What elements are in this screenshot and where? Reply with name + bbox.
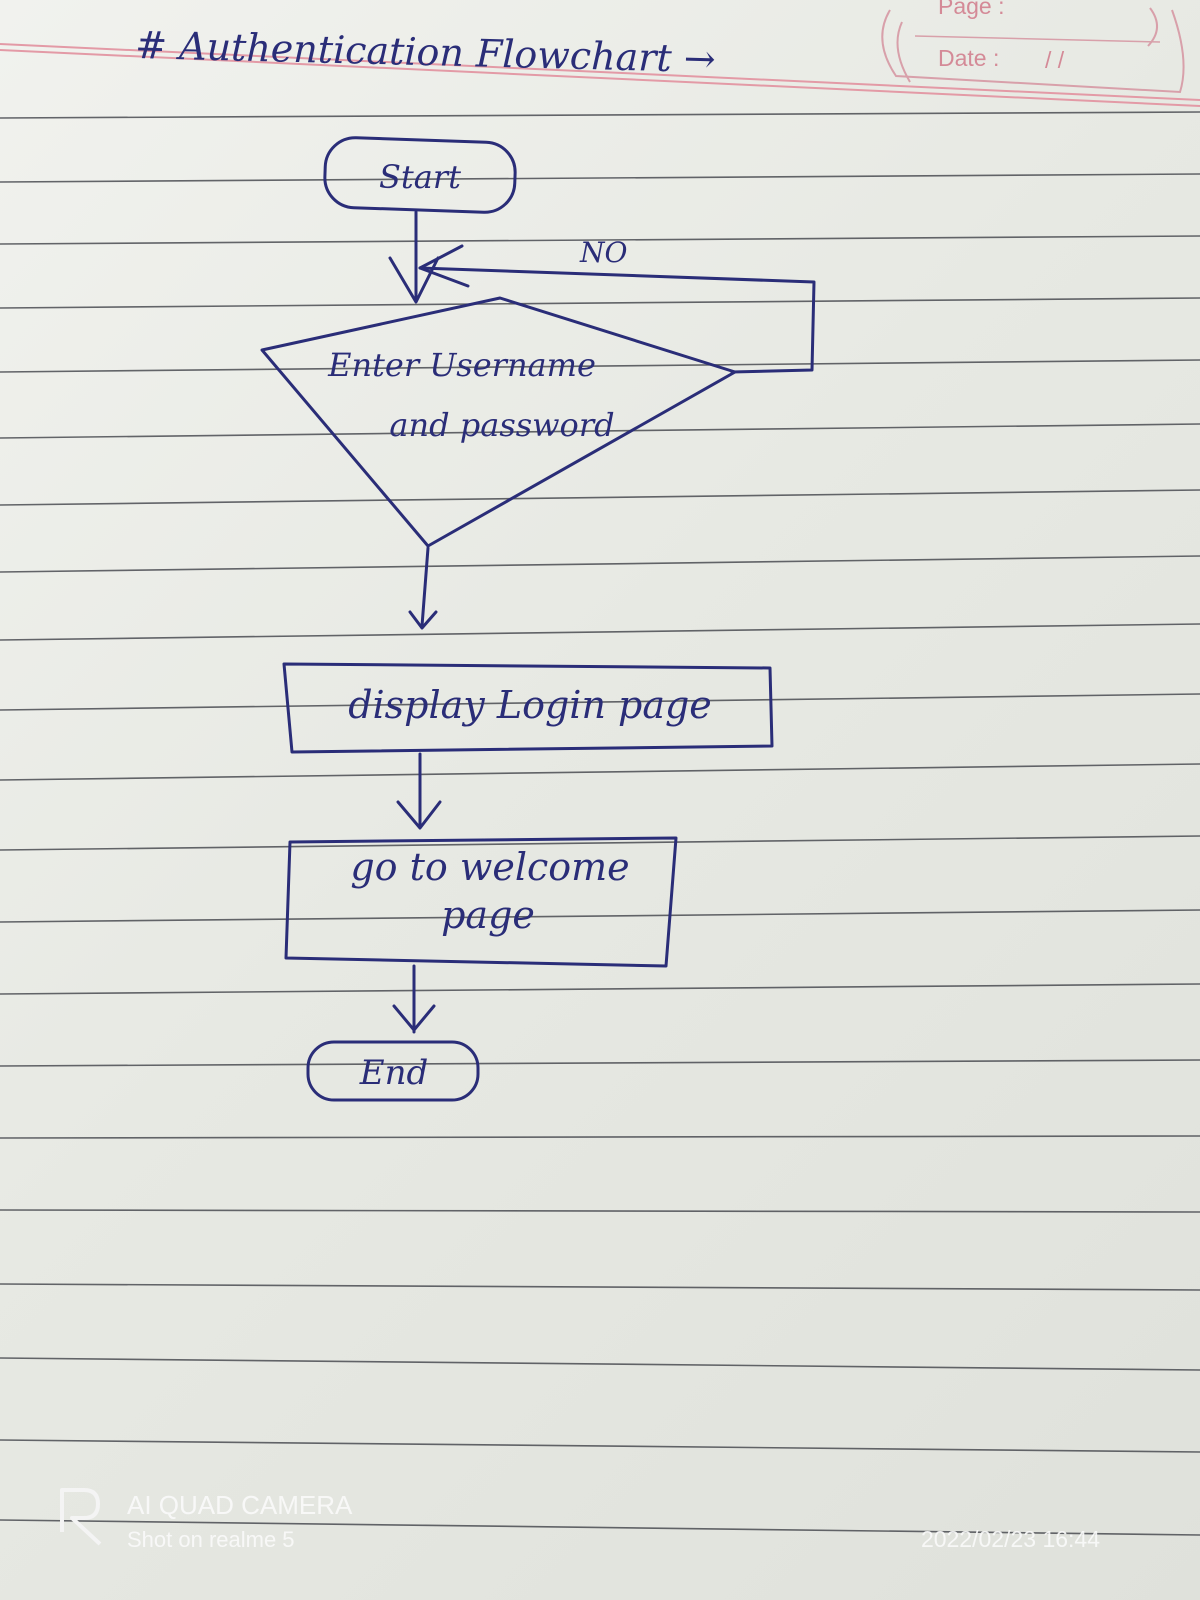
decision-diamond: Enter Username and password (260, 296, 737, 548)
arrow-welcome-to-end (392, 964, 436, 1034)
process-display-login: display Login page (282, 662, 774, 754)
ruled-lines (0, 111, 1200, 1536)
decision-line1: Enter Username (327, 346, 596, 384)
process-welcome-page: go to welcome page (284, 836, 678, 968)
flowchart: Start NO Enter Username and password dis (260, 136, 816, 1102)
arrow-decision-to-login (408, 546, 438, 630)
arrow-start-to-decision (388, 210, 440, 304)
process2-line1: go to welcome (350, 845, 629, 889)
date-value: / / (1045, 47, 1065, 73)
page-label: Page : (938, 0, 1005, 19)
page-date-box: Page : Date : / / (881, 0, 1185, 94)
no-loop-arrow: NO (418, 236, 816, 374)
photo-timestamp: 2022/02/23 16:44 (921, 1526, 1100, 1552)
process2-line2: page (441, 893, 535, 937)
header-margin-rule (0, 43, 1200, 107)
start-label: Start (379, 158, 461, 196)
process1-label: display Login page (348, 683, 712, 727)
camera-watermark: AI QUAD CAMERA Shot on realme 5 2022/02/… (60, 1488, 1100, 1552)
no-label: NO (579, 236, 628, 269)
start-terminal: Start (323, 136, 517, 214)
decision-line2: and password (389, 406, 614, 444)
realme-logo-icon (60, 1488, 102, 1546)
camera-model: AI QUAD CAMERA (127, 1490, 353, 1520)
shot-on-text: Shot on realme 5 (127, 1527, 295, 1552)
date-label: Date : (938, 45, 999, 71)
end-label: End (359, 1053, 428, 1093)
end-terminal: End (306, 1040, 480, 1102)
page-heading: # Authentication Flowchart → (135, 23, 716, 81)
arrow-login-to-welcome (396, 752, 442, 830)
